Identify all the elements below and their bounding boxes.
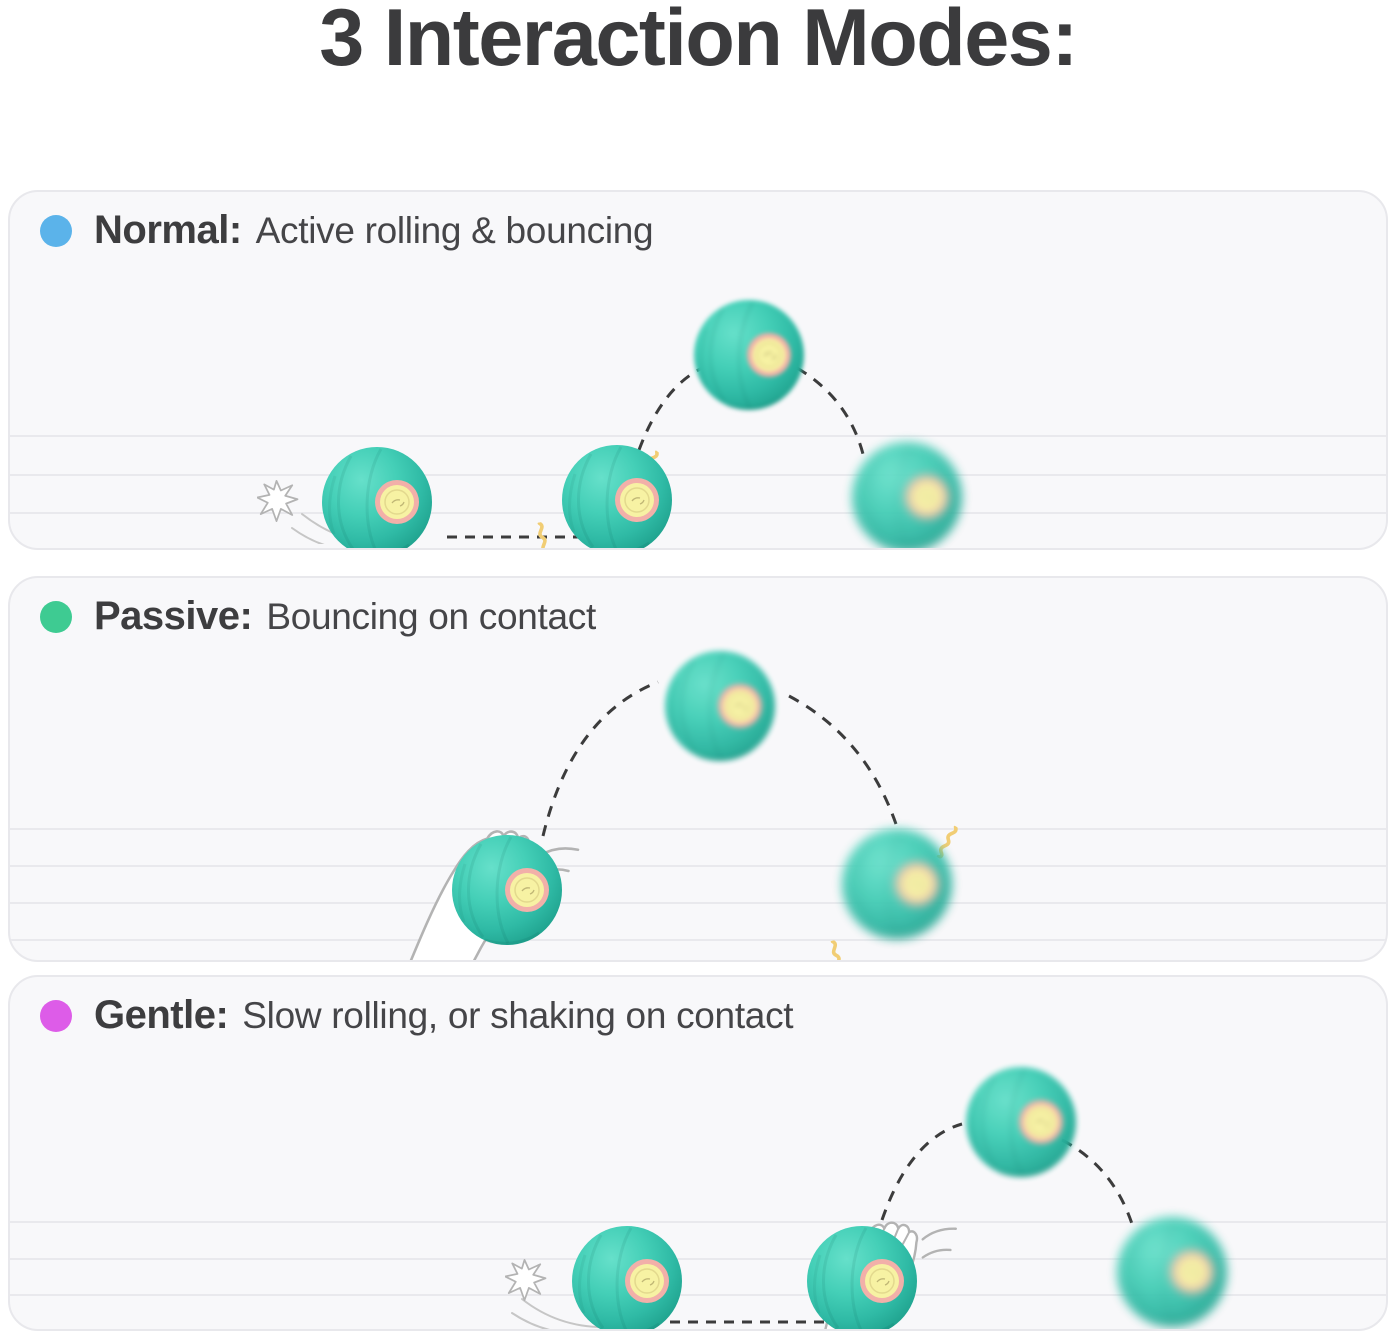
pet-ball <box>841 828 953 940</box>
mode-description: Active rolling & bouncing <box>255 210 654 251</box>
pet-ball <box>1116 1216 1228 1328</box>
pet-ball <box>664 650 776 762</box>
floor-line <box>10 939 1386 941</box>
floor-line <box>10 902 1386 904</box>
mode-header-gentle: Gentle: Slow rolling, or shaking on cont… <box>40 993 794 1038</box>
pet-ball <box>806 1225 918 1331</box>
floor-line <box>10 828 1386 830</box>
floor-line <box>10 474 1386 476</box>
impact-star-icon <box>257 480 303 522</box>
pet-ball <box>965 1066 1077 1178</box>
page-title: 3 Interaction Modes: <box>319 0 1078 83</box>
mode-panel-normal: Normal: Active rolling & bouncing <box>8 190 1388 550</box>
mode-header-normal: Normal: Active rolling & bouncing <box>40 208 654 253</box>
mode-description: Bouncing on contact <box>266 596 596 637</box>
floor-line <box>10 435 1386 437</box>
floor-line <box>10 865 1386 867</box>
mode-panel-gentle: Gentle: Slow rolling, or shaking on cont… <box>8 975 1388 1331</box>
mode-name: Normal: <box>94 208 242 252</box>
mode-dot <box>40 999 72 1032</box>
pet-ball <box>451 834 563 946</box>
bounce-trajectory <box>541 680 900 837</box>
mode-header-passive: Passive: Bouncing on contact <box>40 594 596 639</box>
pet-ball <box>693 299 805 411</box>
pet-ball <box>321 446 433 550</box>
mode-description: Slow rolling, or shaking on contact <box>242 995 794 1036</box>
pet-ball <box>851 441 963 550</box>
mode-dot <box>40 214 72 247</box>
mode-name: Gentle: <box>94 993 229 1037</box>
pet-ball <box>571 1225 683 1331</box>
impact-star-icon <box>505 1259 551 1301</box>
mode-panel-passive: Passive: Bouncing on contact <box>8 576 1388 962</box>
mode-name: Passive: <box>94 594 253 638</box>
floor-line <box>10 1221 1386 1223</box>
floor-line <box>10 512 1386 514</box>
mode-dot <box>40 600 72 633</box>
floor-line <box>10 1258 1386 1260</box>
floor-line <box>10 1294 1386 1296</box>
pet-ball <box>561 444 673 550</box>
